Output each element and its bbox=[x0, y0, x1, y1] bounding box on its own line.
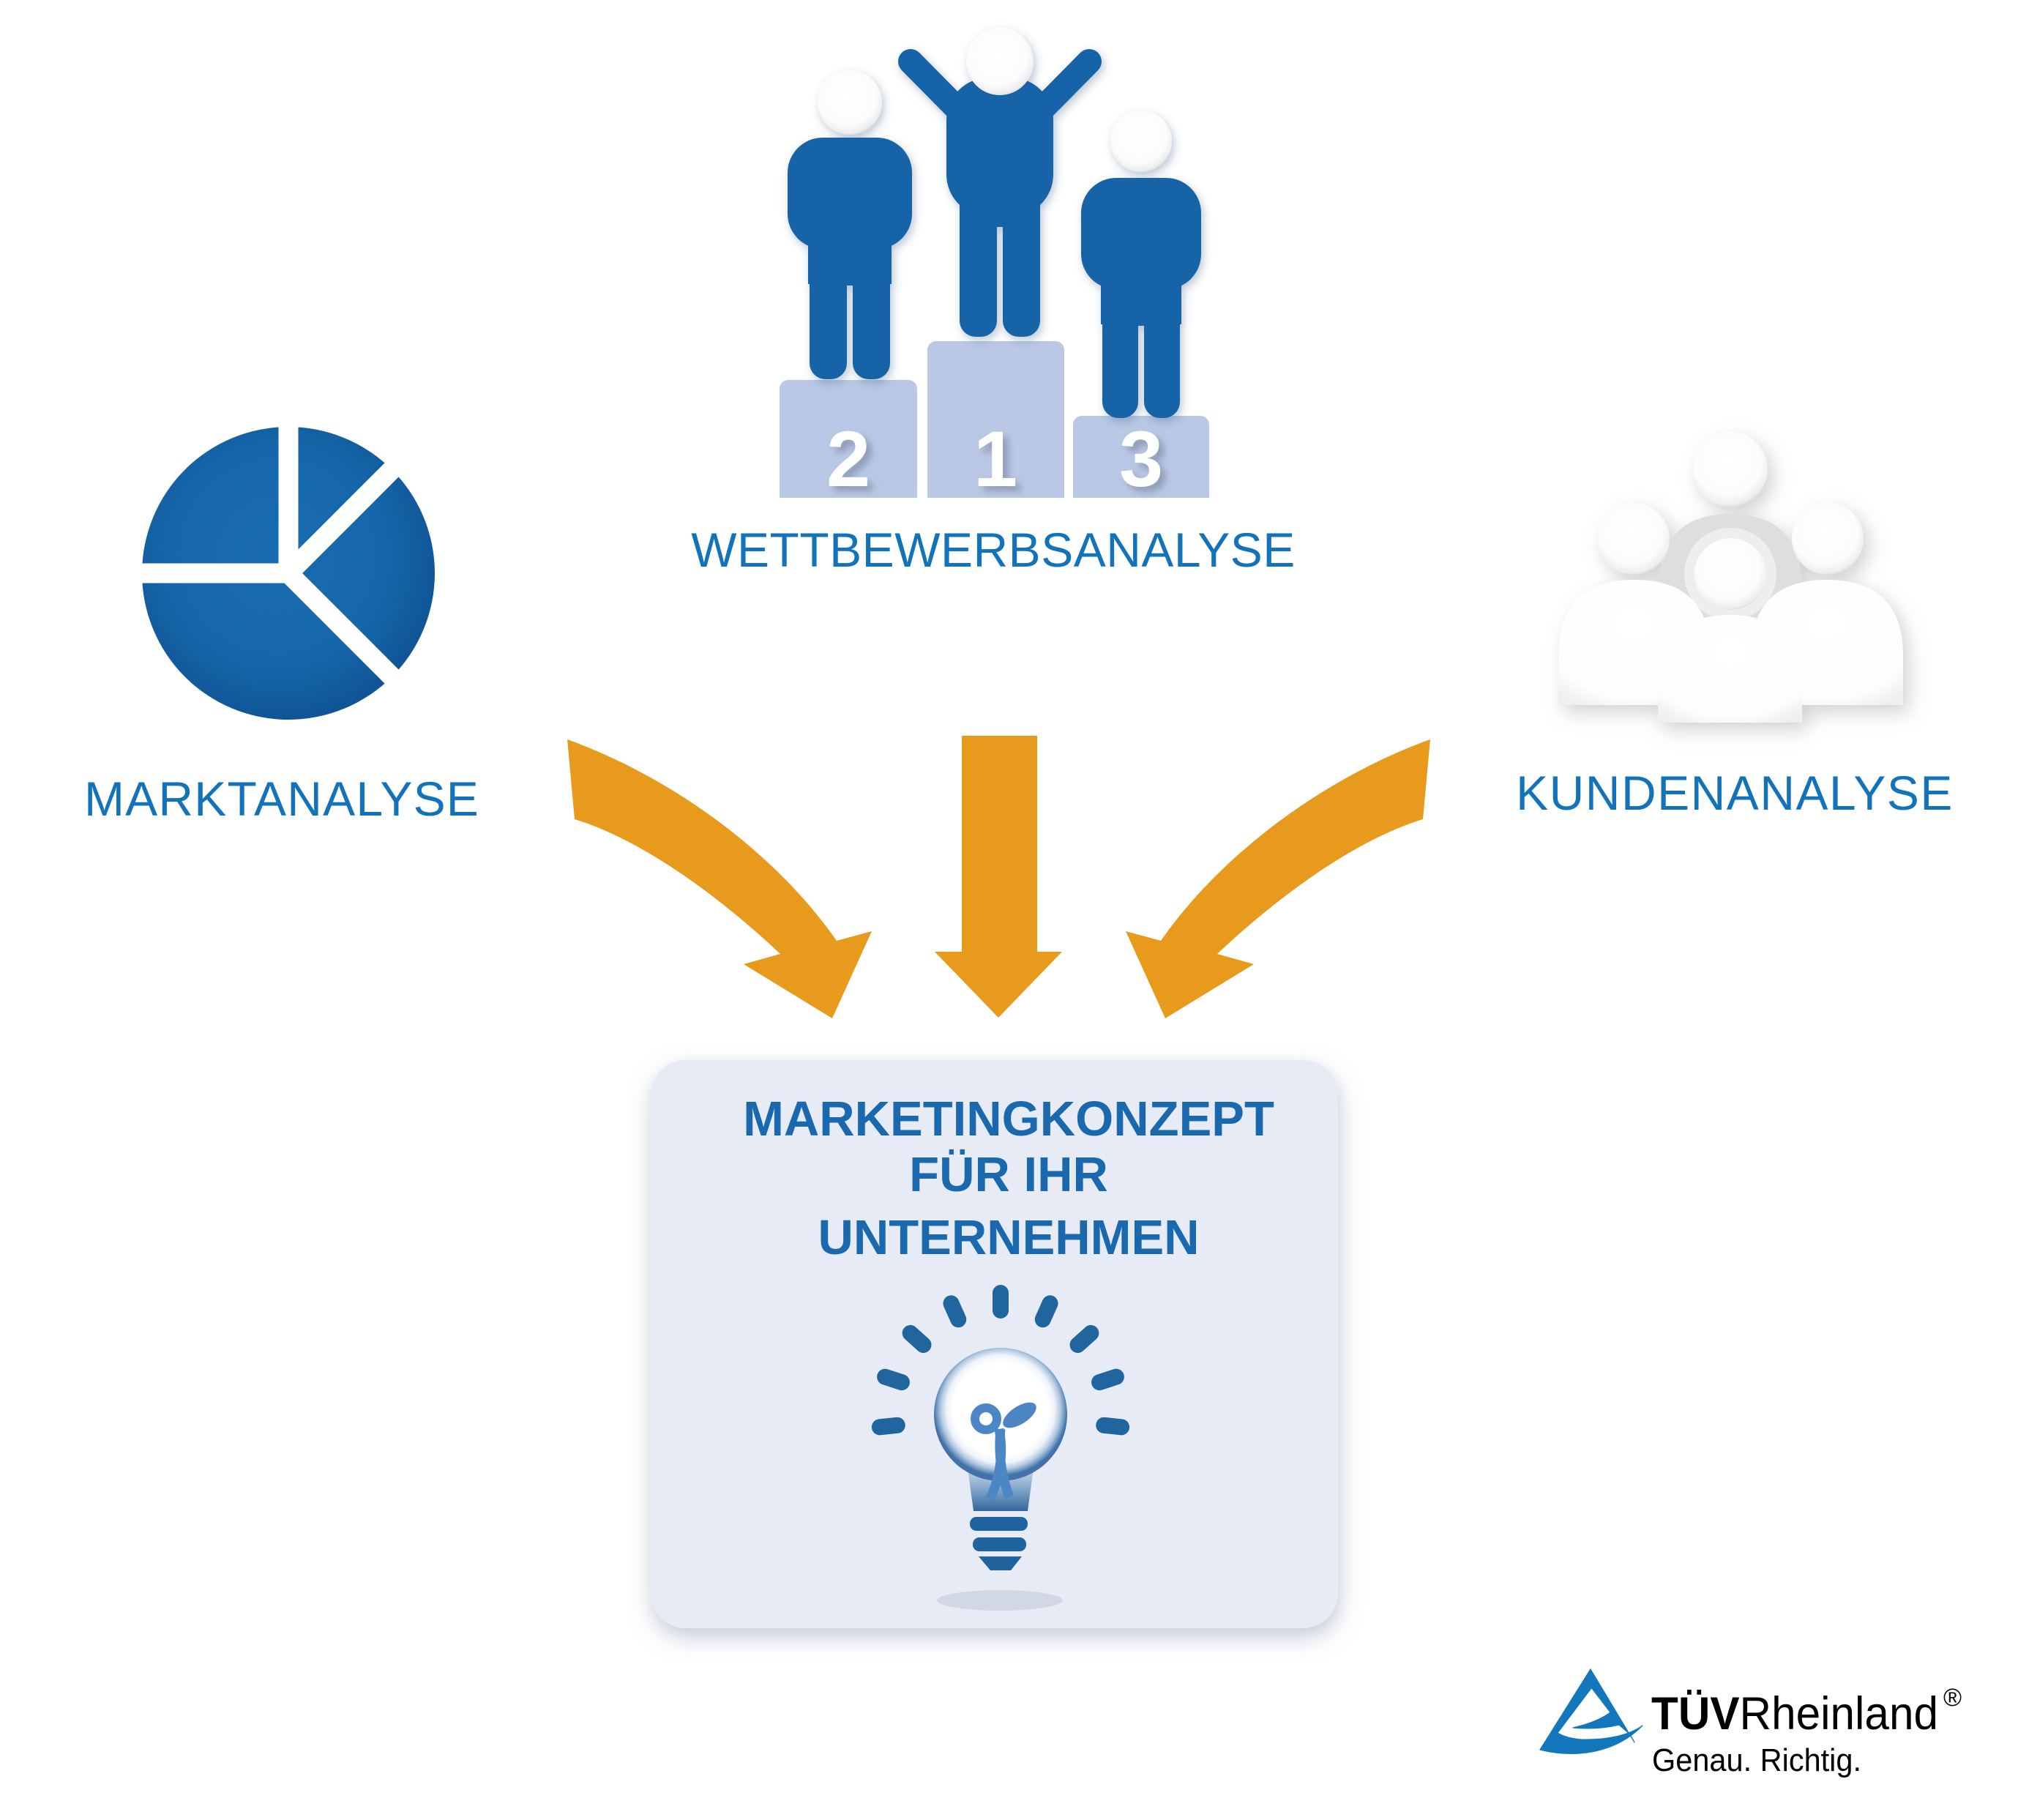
svg-text:MARKTANALYSE: MARKTANALYSE bbox=[84, 772, 479, 826]
svg-text:®: ® bbox=[1943, 1684, 1962, 1712]
svg-text:Genau. Richtig.: Genau. Richtig. bbox=[1652, 1742, 1861, 1778]
svg-text:FÜR IHR: FÜR IHR bbox=[909, 1147, 1108, 1202]
svg-text:3: 3 bbox=[1119, 414, 1163, 503]
svg-text:TÜVRheinland: TÜVRheinland bbox=[1651, 1688, 1938, 1739]
svg-text:UNTERNEHMEN: UNTERNEHMEN bbox=[818, 1210, 1199, 1265]
svg-text:1: 1 bbox=[974, 414, 1017, 503]
svg-text:WETTBEWERBSANALYSE: WETTBEWERBSANALYSE bbox=[691, 523, 1296, 577]
svg-text:MARKETINGKONZEPT: MARKETINGKONZEPT bbox=[743, 1092, 1274, 1146]
svg-text:2: 2 bbox=[826, 414, 870, 503]
svg-text:KUNDENANALYSE: KUNDENANALYSE bbox=[1516, 766, 1954, 820]
